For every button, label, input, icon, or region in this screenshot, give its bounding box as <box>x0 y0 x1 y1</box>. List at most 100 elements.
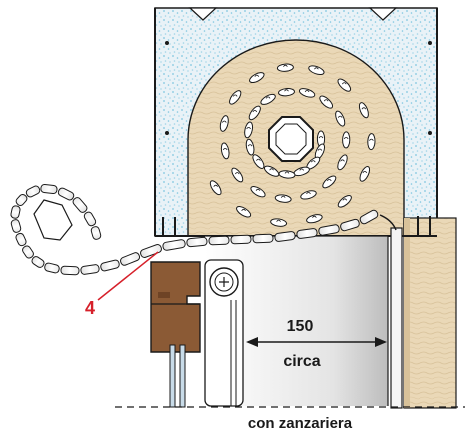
roll-slat <box>219 115 229 132</box>
folded-slat-outline <box>33 199 73 241</box>
roll-slat <box>342 131 351 149</box>
roll-slat <box>322 175 337 189</box>
roll-slat <box>278 88 295 97</box>
slat-hook <box>232 94 238 97</box>
roll-slat <box>263 165 280 177</box>
chain-slat <box>274 231 296 242</box>
slat-hook <box>254 74 260 77</box>
slat-hook <box>252 110 258 113</box>
chain-slat <box>230 234 252 245</box>
slat-hook <box>342 198 348 201</box>
roll-slat <box>308 65 325 76</box>
slat-hook <box>241 208 246 212</box>
roll-slat <box>298 88 316 98</box>
roll-slat <box>337 154 348 171</box>
chain-slat <box>252 233 274 244</box>
slat-hook <box>213 184 219 187</box>
roll-slat <box>249 72 265 84</box>
chain-slat <box>120 252 141 266</box>
roll-slat <box>319 95 334 109</box>
slat-hook <box>317 148 323 151</box>
chain-slat <box>15 232 27 247</box>
roll-slat <box>359 166 371 182</box>
chain-slat <box>57 187 75 201</box>
slat-hook <box>323 99 329 102</box>
roll-slat <box>229 90 242 105</box>
slat-hook <box>369 138 374 141</box>
slat-hook <box>362 171 368 174</box>
dimension-qualifier: circa <box>283 353 320 370</box>
chain-slat <box>318 224 340 236</box>
roll-slat <box>276 63 294 72</box>
slat-hook <box>343 137 349 140</box>
slat-hook <box>222 148 228 151</box>
roll-slat <box>270 218 288 227</box>
shutter-slat-chain <box>10 183 379 276</box>
chain-slat <box>31 256 45 268</box>
chain-slat <box>10 205 21 219</box>
roll-slat <box>252 154 265 169</box>
slat-hook <box>280 195 286 198</box>
roll-slat <box>236 206 252 218</box>
chain-slat <box>296 228 318 239</box>
roll-slat <box>220 142 230 160</box>
callout-4: 4 <box>85 251 159 318</box>
chain-slat <box>60 265 80 276</box>
roll-slat <box>231 167 244 183</box>
slat-hook <box>337 115 343 118</box>
roll-slat <box>250 186 266 198</box>
slat-hook <box>284 89 289 92</box>
chain-slat <box>359 209 379 225</box>
slat-hook <box>318 136 324 139</box>
roll-slat <box>244 121 254 139</box>
chain-slat <box>15 193 28 206</box>
roll-slat <box>337 194 352 208</box>
slat-hook <box>326 179 332 182</box>
slat-hook <box>221 120 227 123</box>
chain-slat <box>25 185 41 198</box>
shutter-roll-icon <box>209 63 376 227</box>
slat-hook <box>247 144 253 147</box>
slat-hook <box>299 168 305 171</box>
slat-hook <box>361 107 367 110</box>
chain-slat <box>90 226 102 240</box>
slat-hook <box>234 172 240 175</box>
chain-slat <box>80 264 100 275</box>
chain-slat <box>40 183 58 194</box>
octagonal-axle-icon <box>268 116 314 162</box>
roll-slat <box>209 180 222 196</box>
chain-slat <box>162 239 186 251</box>
slat-hook <box>246 127 251 130</box>
roll-slat <box>358 102 369 119</box>
roll-slat <box>274 194 292 203</box>
slat-hook <box>284 171 290 174</box>
slat-hook <box>310 160 316 163</box>
slat-hook <box>341 82 347 85</box>
roll-slat <box>335 110 346 127</box>
callout-number: 4 <box>85 298 95 318</box>
chain-slat <box>22 245 34 259</box>
slat-hook <box>283 64 288 67</box>
window-frame <box>150 261 201 408</box>
roll-slat <box>300 190 317 200</box>
slat-hook <box>265 96 271 99</box>
chain-slat <box>83 211 97 227</box>
slat-hook <box>269 168 274 171</box>
slat-hook <box>276 219 281 222</box>
chain-slat <box>10 219 22 233</box>
dimension-value: 150 <box>287 318 314 335</box>
dimension-arrow <box>246 337 387 347</box>
roll-slat <box>337 78 352 92</box>
slat-hook <box>255 188 261 191</box>
slat-hook <box>314 67 319 70</box>
roll-slat <box>306 214 323 224</box>
chain-slat <box>340 218 360 232</box>
chain-slat <box>100 259 120 272</box>
slat-hook <box>340 159 345 162</box>
slat-hook <box>304 90 310 93</box>
roll-slat <box>260 93 276 105</box>
chain-slat <box>140 244 162 258</box>
slat-hook <box>306 192 311 195</box>
screen-roller-cap-icon <box>204 259 244 407</box>
